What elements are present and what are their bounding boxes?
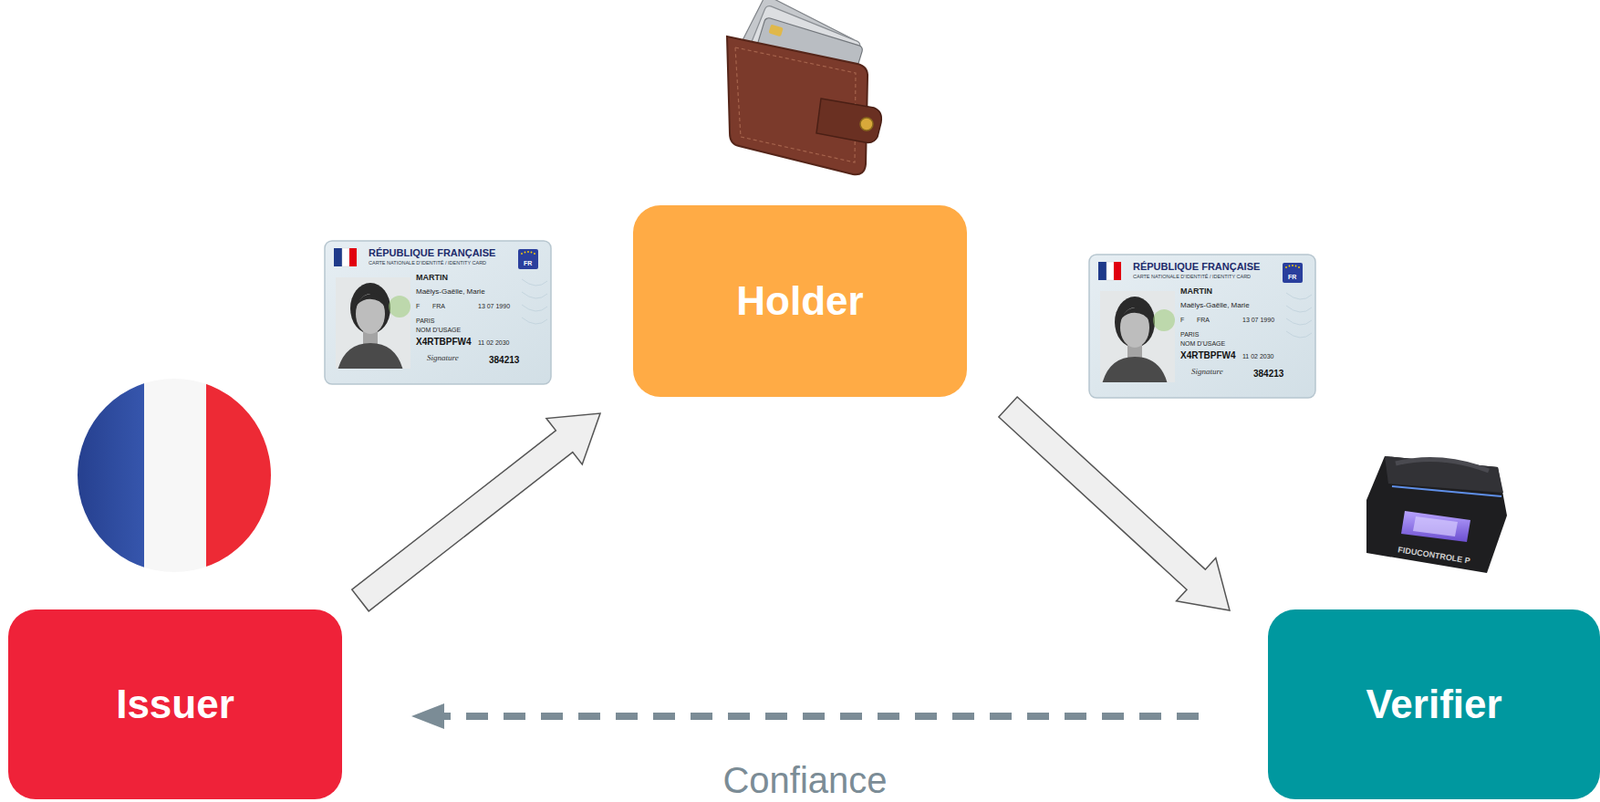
card-text: FRA [1196,316,1210,323]
card-text: CARTE NATIONALE D'IDENTITÉ / IDENTITY CA… [368,260,487,267]
holder-box: Holder [633,205,967,397]
card-text: 384213 [488,355,520,365]
card-text: F [415,302,420,310]
block-arrow-shape [352,413,601,612]
card-text: RÉPUBLIQUE FRANÇAISE [1132,261,1260,272]
card-text: FRA [432,302,446,310]
wallet-icon [727,0,882,175]
card-text: 11 02 2030 [1242,353,1275,360]
card-text: PARIS [415,317,436,324]
dashed-line [444,712,1199,720]
card-text: MARTIN [415,273,448,282]
arrow-head [411,703,445,729]
card-text: 13 07 1990 [477,302,510,310]
node-label: Issuer [115,682,235,727]
issuer-box: Issuer [8,609,343,800]
card-text: X4RTBPFW4 [415,337,472,347]
card-text: Signature [426,353,459,363]
card-text: F [1180,316,1185,323]
card-text: NOM D'USAGE [1180,340,1226,347]
card-text: FR [1288,273,1297,281]
card-text: RÉPUBLIQUE FRANÇAISE [368,248,496,259]
card-text: Maëlys-Gaëlle, Marie [1180,301,1250,310]
card-text: MARTIN [1180,287,1213,296]
trust-arrow [411,703,1199,729]
block-arrow [998,396,1230,611]
card-text: 13 07 1990 [1242,316,1275,323]
card-text: PARIS [1180,331,1200,338]
block-arrow [352,413,601,612]
card-text: Maëlys-Gaëlle, Marie [415,288,486,296]
card-text: CARTE NATIONALE D'IDENTITÉ / IDENTITY CA… [1132,274,1251,281]
french-flag [77,378,272,572]
card-text: Signature [1191,367,1224,376]
card-text: FR [523,259,532,267]
card-text: X4RTBPFW4 [1180,351,1237,361]
block-arrow-shape [998,396,1230,611]
node-label: Holder [736,279,863,323]
identity-card [324,240,551,385]
uv-verifier-device [1366,456,1507,573]
card-text: NOM D'USAGE [415,326,461,333]
identity-card [1089,254,1316,398]
card-text: 11 02 2030 [477,339,510,346]
edge-label: Confiance [718,761,891,799]
verifier-box: Verifier [1267,609,1600,800]
card-text: 384213 [1253,369,1284,379]
node-label: Verifier [1365,682,1502,727]
